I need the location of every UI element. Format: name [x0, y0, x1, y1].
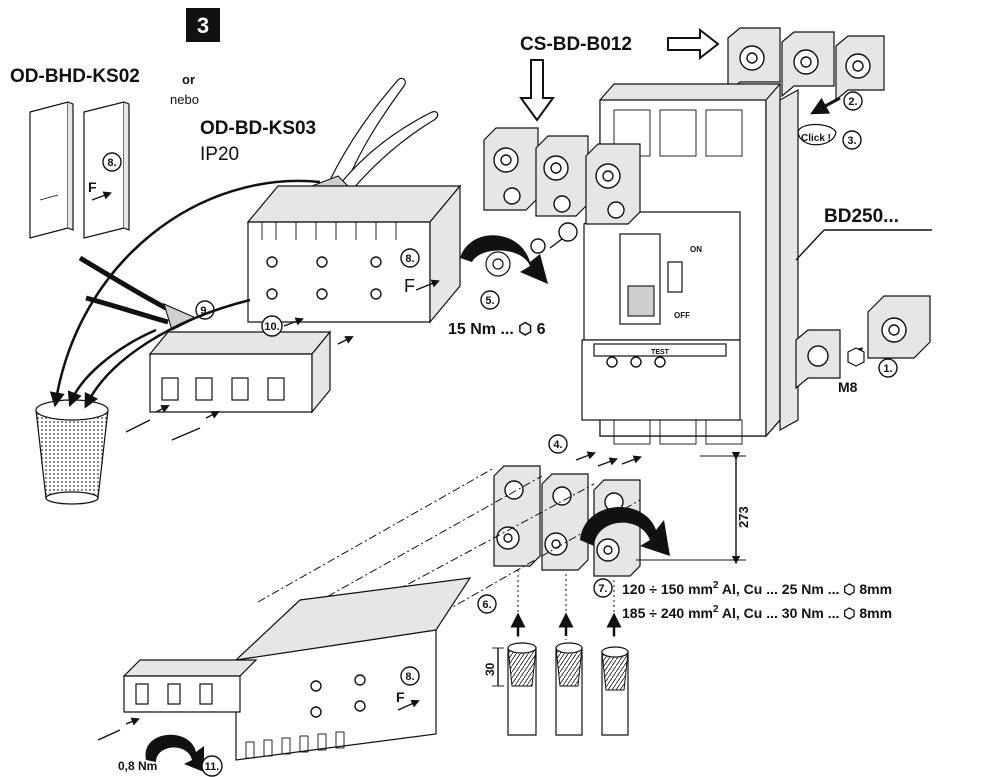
nut-icon: [847, 347, 865, 367]
step-1: 1.: [883, 363, 892, 375]
svg-text:8.: 8.: [107, 157, 116, 169]
nebo-label: nebo: [170, 92, 199, 107]
upper-connectors: [483, 127, 641, 225]
step-2: 2.: [848, 96, 857, 108]
cover-plate-left: [29, 101, 74, 239]
waste-bin-icon: [35, 399, 109, 505]
svg-text:F: F: [404, 276, 415, 296]
cables: [507, 642, 629, 736]
ip-rating-label: IP20: [200, 144, 239, 165]
click-label: Click !: [801, 133, 831, 144]
step-badge: 3: [186, 8, 220, 42]
cover-b-label: OD-BD-KS03: [200, 118, 316, 139]
nut-label: M8: [838, 379, 858, 395]
bottom-cover: 8. F: [234, 577, 472, 761]
cover-od-bd-ks03: 8. F: [246, 184, 462, 324]
step-11: 11.: [205, 761, 220, 773]
terminal-label: CS-BD-B012: [520, 34, 632, 55]
step-10: 10.: [264, 321, 279, 333]
wire-cutter-icon: [78, 255, 198, 331]
rotate-arrow-icon: [460, 235, 548, 284]
side-modules: [779, 88, 799, 432]
strip-length-label: 30: [483, 662, 497, 676]
cover-plate-right: 8. F: [83, 101, 130, 239]
dimension-label: 273: [736, 506, 751, 528]
step-4: 4.: [553, 439, 562, 451]
terminal-block-right: [795, 295, 931, 390]
rotate-arrow-small-icon: [145, 734, 204, 772]
cover-a-label: OD-BHD-KS02: [10, 66, 140, 87]
rotate-arrow-big-icon: [580, 507, 670, 556]
circuit-breaker: ON OFF TEST: [581, 82, 781, 445]
terminal-blocks-top: [727, 27, 885, 102]
down-hollow-arrow: [519, 59, 555, 122]
torque-small-label: 0,8 Nm: [118, 759, 157, 773]
svg-text:3: 3: [197, 13, 209, 38]
step-7: 7.: [598, 583, 607, 595]
spec-line-2: 185 ÷ 240 mm2 Al, Cu ... 30 Nm ... ⬡ 8mm: [622, 604, 892, 621]
svg-text:ON: ON: [690, 245, 702, 254]
step-9: 9.: [200, 305, 209, 317]
svg-text:OFF: OFF: [674, 311, 690, 320]
svg-text:8.: 8.: [405, 253, 414, 265]
svg-text:F: F: [396, 689, 405, 705]
step-5: 5.: [485, 295, 494, 307]
right-hollow-arrow: [667, 27, 720, 61]
svg-text:8.: 8.: [405, 671, 414, 683]
step-6: 6.: [482, 599, 491, 611]
svg-text:F: F: [88, 179, 97, 195]
spec-line-1: 120 ÷ 150 mm2 Al, Cu ... 25 Nm ... ⬡ 8mm: [622, 580, 892, 597]
svg-text:TEST: TEST: [651, 349, 670, 356]
torque-mid-label: 15 Nm ... ⬡ 6: [448, 321, 546, 338]
terminal-shield-base: [148, 330, 332, 414]
or-label: or: [182, 72, 195, 87]
step-3: 3.: [847, 135, 856, 147]
breaker-label: BD250...: [824, 206, 899, 227]
bottom-terminal-base: [122, 659, 258, 713]
lower-connectors: [493, 465, 641, 577]
